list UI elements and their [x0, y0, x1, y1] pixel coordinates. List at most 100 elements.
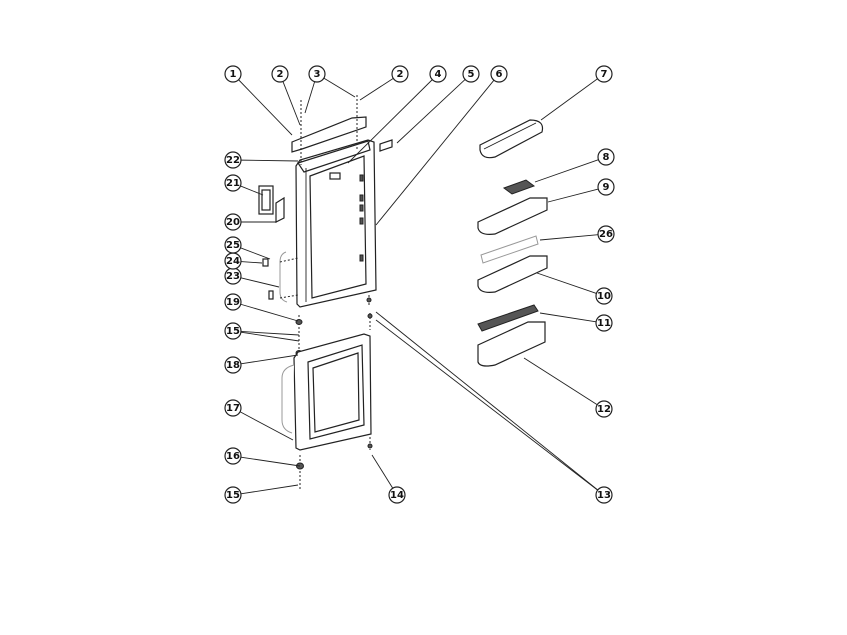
shelf-clip	[359, 204, 364, 212]
leader-line-11	[539, 312, 597, 323]
leader-line-3	[323, 77, 356, 98]
callout-number: 18	[226, 360, 240, 371]
leader-line-15	[240, 331, 300, 342]
callout-6: 6	[490, 65, 508, 83]
leader-line-26	[539, 234, 599, 241]
handle-screw-top	[279, 257, 299, 263]
leader-line-16	[240, 456, 301, 467]
leader-line-5	[396, 79, 466, 144]
callout-circle	[224, 356, 242, 374]
leader-line-1	[238, 79, 293, 136]
callout-10: 10	[595, 287, 613, 305]
callout-number: 19	[226, 297, 240, 308]
handle-screw-bottom	[279, 294, 299, 299]
leader-line-18	[240, 354, 299, 365]
callout-number: 7	[601, 69, 608, 80]
upper-door-top-trim	[291, 116, 367, 153]
leader-line-7	[540, 78, 598, 121]
callout-8: 8	[597, 148, 615, 166]
callout-circle	[595, 287, 613, 305]
bottle-bin-12	[477, 321, 546, 367]
callout-circle	[224, 447, 242, 465]
lower-door-handle	[281, 364, 295, 434]
callout-circle	[308, 65, 326, 83]
callout-15: 15	[224, 322, 242, 340]
callout-number: 21	[226, 178, 240, 189]
callout-circle	[597, 148, 615, 166]
callout-21: 21	[224, 174, 242, 192]
callout-26: 26	[597, 225, 615, 243]
door-bin-9	[477, 197, 548, 235]
callout-number: 10	[597, 291, 611, 302]
callout-circle	[595, 314, 613, 332]
leader-line-2	[359, 77, 394, 101]
callout-14: 14	[388, 486, 406, 504]
callout-circle	[490, 65, 508, 83]
callout-circle	[224, 174, 242, 192]
callout-number: 26	[599, 229, 613, 240]
leader-line-19	[240, 303, 299, 322]
callout-circle	[595, 486, 613, 504]
upper-door-pin	[366, 297, 372, 303]
shelf-clip	[359, 217, 364, 225]
label-card-part-20	[275, 196, 285, 223]
callout-circle	[595, 400, 613, 418]
callout-number: 25	[226, 240, 240, 251]
leader-line-14	[371, 454, 394, 489]
leader-lines	[238, 77, 599, 495]
upper-door-shelf-clips	[359, 174, 364, 262]
callout-number: 23	[226, 271, 240, 282]
bin-divider-26	[480, 235, 539, 264]
callout-17: 17	[224, 399, 242, 417]
upper-door-handle	[279, 251, 288, 303]
callout-circle	[224, 213, 242, 231]
callout-number: 1	[230, 69, 237, 80]
callout-12: 12	[595, 400, 613, 418]
door-bin-10	[477, 255, 548, 293]
callout-circle	[429, 65, 447, 83]
callout-9: 9	[597, 178, 615, 196]
callout-circle	[224, 236, 242, 254]
callout-circle	[224, 151, 242, 169]
leader-line-17	[239, 411, 294, 441]
lower-door-assembly	[281, 313, 373, 490]
callout-number: 11	[597, 318, 611, 329]
callout-22: 22	[224, 151, 242, 169]
callout-number: 5	[468, 69, 475, 80]
leader-line-22	[240, 159, 299, 162]
callout-number: 6	[496, 69, 503, 80]
callout-number: 15	[226, 490, 240, 501]
callout-number: 8	[603, 152, 610, 163]
callout-number: 9	[603, 182, 610, 193]
callout-2: 2	[271, 65, 289, 83]
callout-number: 2	[397, 69, 404, 80]
callout-circle	[224, 399, 242, 417]
lower-door-bottom-pin	[367, 443, 373, 449]
callout-19: 19	[224, 293, 242, 311]
callout-number: 14	[390, 490, 404, 501]
dairy-cover-edge	[483, 122, 537, 150]
callout-number: 17	[226, 403, 240, 414]
callout-circle	[597, 178, 615, 196]
leader-line-10	[536, 272, 597, 294]
callout-18: 18	[224, 356, 242, 374]
leader-line-15	[240, 484, 299, 495]
callout-circle	[597, 225, 615, 243]
callout-number: 13	[597, 490, 611, 501]
leader-line-15	[240, 331, 300, 336]
bottle-rack-11	[477, 304, 539, 332]
upper-door-inner-liner	[309, 155, 367, 299]
label-frame-inner	[261, 189, 271, 211]
shelf-clip	[359, 174, 364, 182]
callout-circle	[224, 65, 242, 83]
leader-line-8	[534, 159, 599, 183]
leader-line-12	[523, 357, 598, 406]
upper-door-label	[329, 172, 341, 180]
callout-5: 5	[462, 65, 480, 83]
leader-line-13	[375, 319, 598, 491]
callout-number: 15	[226, 326, 240, 337]
callout-circle	[388, 486, 406, 504]
callout-circle	[224, 322, 242, 340]
upper-door-top-rail	[297, 140, 371, 173]
lower-door-top-pin	[367, 313, 373, 319]
